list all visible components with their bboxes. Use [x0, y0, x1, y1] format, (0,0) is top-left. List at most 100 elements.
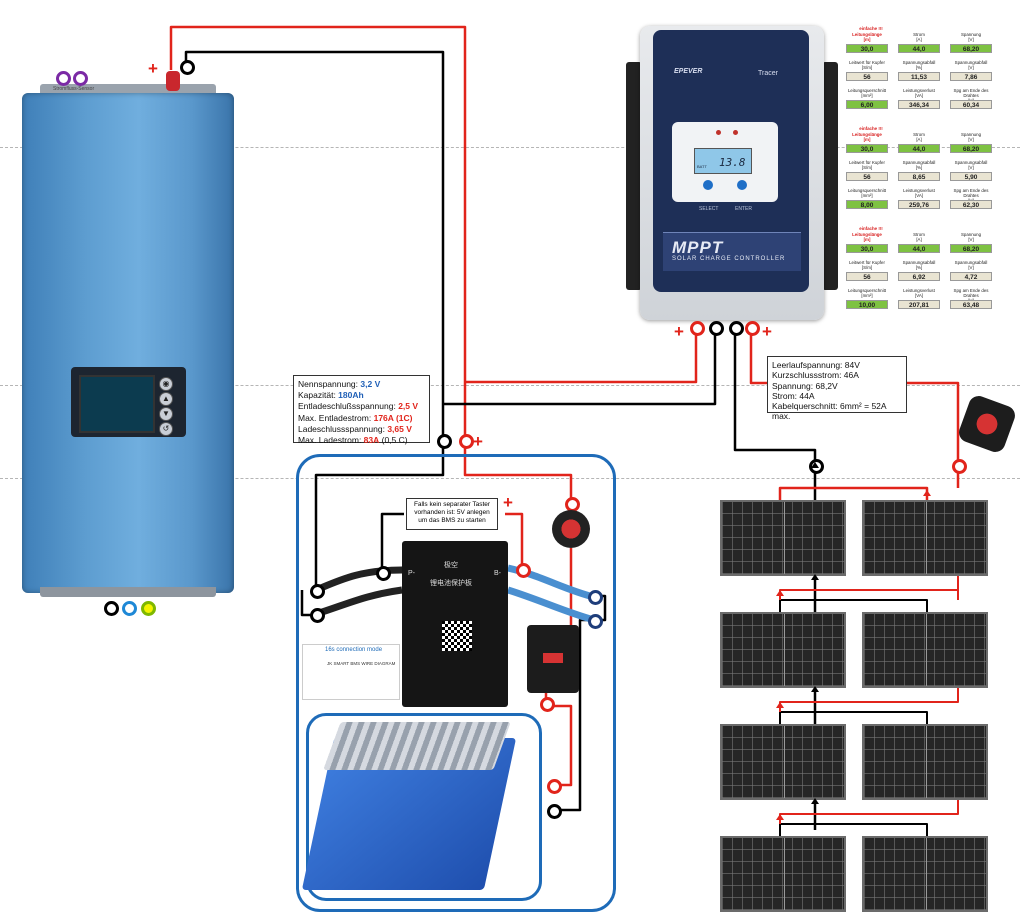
calc-cell-value: 68,20 [950, 144, 992, 153]
guide-line-3 [0, 478, 1020, 479]
calc-cell-label: Spannungsabfall [%] [902, 260, 936, 270]
pv-array-info-box: Leerlaufspannung: 84V Kurzschlussstrom: … [767, 356, 907, 421]
calc-cell-value: 60,34 [950, 100, 992, 109]
bms-wiring-card-title: 16s connection mode [325, 647, 383, 653]
calc-cell-label: Spannungsabfall [V] [954, 160, 988, 170]
calc-cell-label: Leistungsverlust [VA] [903, 288, 935, 298]
pv-line-voltage: Spannung: 68,2V [772, 380, 838, 391]
solar-panel-8 [862, 836, 988, 912]
guide-line-1 [0, 147, 1020, 148]
pv-pos-junction [952, 459, 967, 474]
mppt-pv-pos-terminal [745, 321, 760, 336]
mppt-subtitle: SOLAR CHARGE CONTROLLER [672, 256, 786, 262]
pv-line-current: Strom: 44A [772, 390, 815, 401]
wire-bms-start-negative [380, 512, 404, 570]
guide-line-2 [0, 385, 1020, 386]
calc-cell-label: Spannung [V] [960, 232, 982, 242]
bms-b-minus-label: B- [494, 570, 501, 577]
cell-neg-terminal [547, 804, 562, 819]
calc-cell-label: Leitungslänge [m] [852, 32, 882, 42]
inverter-down-button[interactable]: ▼ [159, 407, 173, 421]
calc-cell-value: 56 [846, 172, 888, 181]
solar-panel-7 [720, 836, 846, 912]
calc-cell-value: 7,86 [950, 72, 992, 81]
wire-mppt-battery-negative [443, 328, 717, 406]
mppt-batt-plus-sign: + [674, 322, 684, 341]
bms-note-plus-sign: + [503, 493, 513, 512]
calc-cell-label: Strom [A] [913, 32, 925, 42]
bms-start-terminal [516, 563, 531, 578]
info-line-charge-current: Max. Ladestrom: 83A (0,5 C) [298, 435, 408, 446]
calc-cell-value: 8,65 [898, 172, 940, 181]
battery-box-neg-terminal [437, 434, 452, 449]
mppt-enter-label: ENTER [735, 206, 752, 212]
calc-cell-value: 44,0 [898, 244, 940, 253]
calc-cell-value: 207,81 [898, 300, 940, 309]
info-line-capacity: Kapazität: 180Ah [298, 390, 364, 401]
inverter-up-button[interactable]: ▲ [159, 392, 173, 406]
battery-disconnect-switch[interactable] [552, 510, 590, 548]
mppt-lcd-batt-label: BATT [697, 164, 707, 169]
bms-wiring-card: 16s connection mode JK SMART BMS WIRE DI… [302, 644, 400, 700]
calc-cell-label: Leitungslänge [m] [852, 232, 882, 242]
wire-battery-positive-main [463, 450, 573, 500]
breaker-out-terminal [540, 697, 555, 712]
calc-cell-value: 68,20 [950, 44, 992, 53]
mppt-lcd-display: 13.8 [694, 148, 752, 174]
calc-cell-value: 6,00 [846, 100, 888, 109]
calc-cell-label: Spannungsabfall [V] [954, 60, 988, 70]
inverter-lcd [79, 375, 155, 433]
breaker-red-window [543, 653, 563, 663]
grid-tie-inverter [22, 93, 234, 593]
b-negative-terminal-2 [588, 614, 603, 629]
calc-cell-value: 44,0 [898, 144, 940, 153]
calc-cell-label: Leitwert für Kupfer [S/m] [849, 160, 885, 170]
mppt-select-button[interactable] [703, 180, 713, 190]
calc-cell-label: Leitungsquerschnitt [mm²] [847, 188, 887, 198]
inverter-neg-terminal [180, 60, 195, 75]
wire-mppt-battery-positive [465, 328, 698, 384]
battery-cells-frame [306, 713, 542, 901]
wire-inverter-positive [169, 25, 467, 450]
solar-panel-1 [720, 500, 846, 576]
solar-panel-4 [862, 612, 988, 688]
calc-cell-label: Leistungsverlust [VA] [903, 188, 935, 198]
wire-battery-negative-main [314, 440, 445, 588]
b-negative-terminal-1 [588, 590, 603, 605]
mppt-brand-label: EPEVER [674, 68, 703, 75]
calc-cell-value: 5,90 [950, 172, 992, 181]
calc-cell-value: 8,00 [846, 200, 888, 209]
info-line-charge-voltage: Ladeschlussspannung: 3,65 V [298, 423, 412, 434]
calc-cell-value: 63,48 [950, 300, 992, 309]
calc-cell-label: Strom [A] [913, 232, 925, 242]
calc-cell-value: 56 [846, 72, 888, 81]
inverter-menu-button[interactable]: ◉ [159, 377, 173, 391]
mppt-enter-button[interactable] [737, 180, 747, 190]
inverter-bottom-cap [40, 587, 216, 597]
p-negative-terminal-1 [310, 584, 325, 599]
sensor-terminal-1 [56, 71, 71, 86]
solar-panel-5 [720, 724, 846, 800]
calc-cell-value: 62,30 [950, 200, 992, 209]
ac-terminal-l [104, 601, 119, 616]
calc-table-note: einfache !!! [859, 126, 883, 131]
calc-cell-value: 30,0 [846, 144, 888, 153]
calc-cell-label: Spannungsabfall [V] [954, 260, 988, 270]
calc-cell-label: Leitwert für Kupfer [S/m] [849, 60, 885, 70]
pv-line-isc: Kurzschlussstrom: 46A [772, 370, 859, 381]
calc-cell-value: 30,0 [846, 44, 888, 53]
calc-cell-value: 44,0 [898, 44, 940, 53]
mppt-pv-plus-sign: + [762, 322, 772, 341]
info-line-discharge-voltage: Entladeschlußsspannung: 2,5 V [298, 401, 419, 412]
solar-panel-6 [862, 724, 988, 800]
mppt-left-bracket [626, 62, 642, 290]
mppt-led-2 [733, 130, 738, 135]
inverter-back-button[interactable]: ↺ [159, 422, 173, 436]
mppt-select-label: SELECT [699, 206, 719, 212]
circuit-breaker[interactable] [527, 625, 579, 693]
bms-qr-code [442, 621, 472, 651]
calc-cell-value: 10,00 [846, 300, 888, 309]
mppt-batt-pos-terminal [690, 321, 705, 336]
info-line-discharge-current: Max. Entladestrom: 176A (1C) [298, 412, 413, 423]
